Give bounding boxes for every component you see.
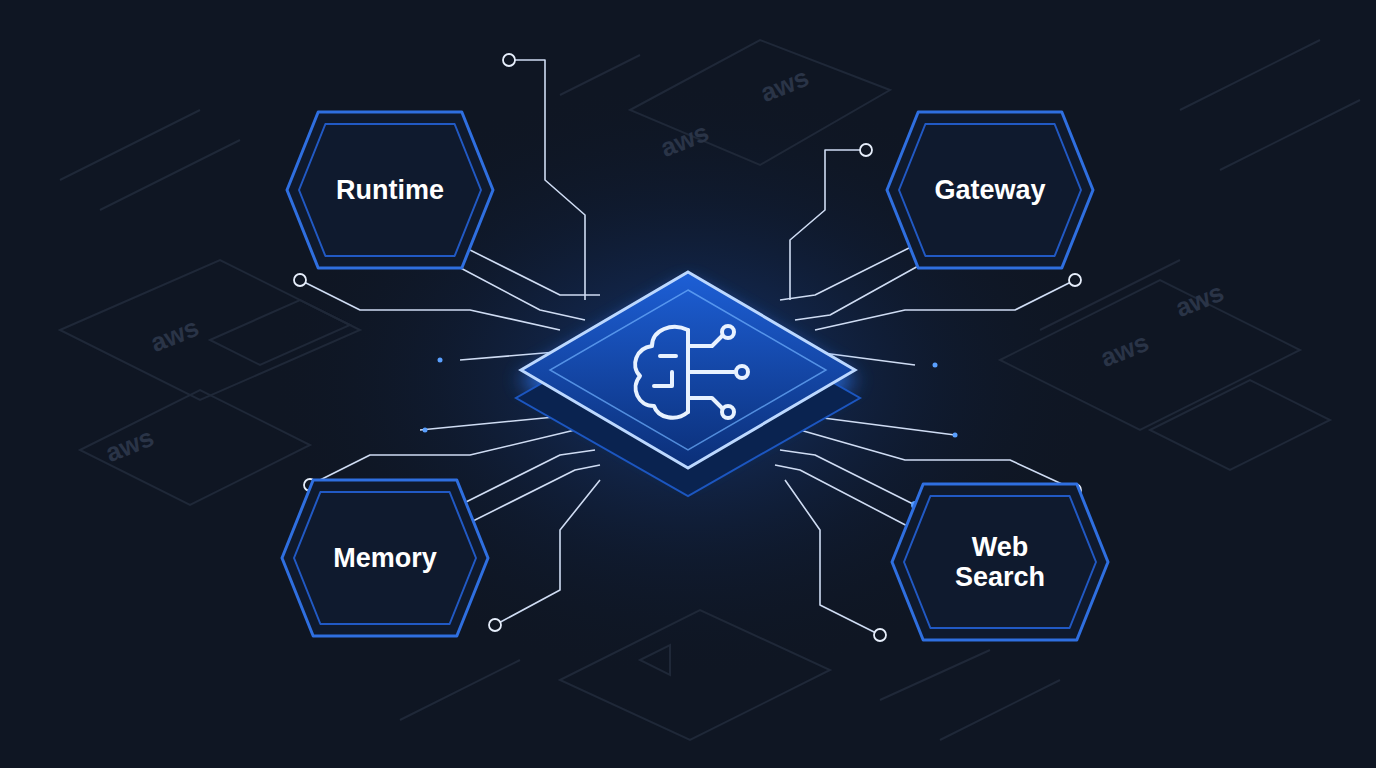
hexagon-node: Runtime (285, 110, 495, 270)
hexagon-node: Memory (280, 478, 490, 638)
node-label: Runtime (336, 175, 444, 205)
watermark-logo: aws (101, 422, 158, 469)
watermark-logo: aws (656, 117, 713, 164)
watermark-logo: aws (756, 62, 813, 109)
watermark-logo: aws (1171, 277, 1228, 324)
node-label: Web Search (935, 532, 1065, 592)
node-label: Memory (333, 543, 437, 573)
hexagon-node: Gateway (885, 110, 1095, 270)
node-label: Gateway (934, 175, 1045, 205)
watermark-logo: aws (146, 312, 203, 359)
hexagon-node: Web Search (890, 482, 1110, 642)
watermark-logo: aws (1096, 327, 1153, 374)
